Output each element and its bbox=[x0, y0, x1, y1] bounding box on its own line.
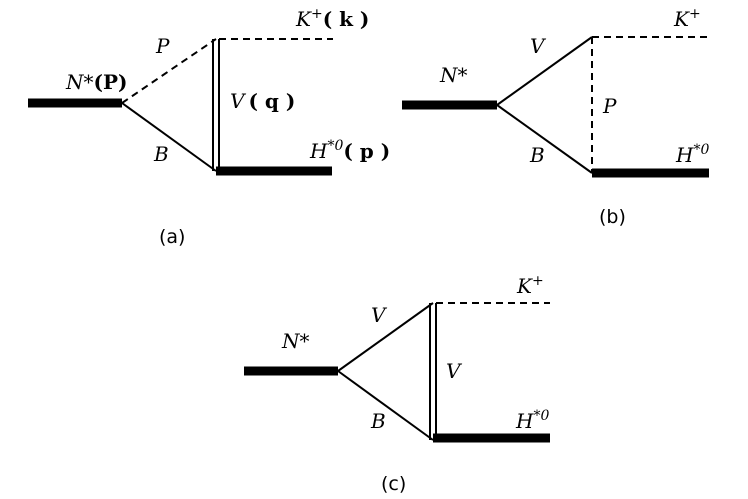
b-incoming-label: N* bbox=[439, 63, 468, 87]
a-outgoing-upper-label: K+( k ) bbox=[295, 6, 369, 31]
a-upper-line-label: P bbox=[155, 34, 170, 58]
a-lower-solid-line bbox=[121, 102, 217, 172]
a-exchange-label: V( q ) bbox=[230, 89, 295, 113]
diagram-c: N* V B V K+ H*0 (c) bbox=[244, 273, 550, 495]
diagram-a: N*(P) P B V( q ) K+( k ) H*0( p ) (a) bbox=[28, 6, 390, 248]
b-upper-line-label: V bbox=[530, 34, 547, 58]
a-outgoing-lower-label: H*0( p ) bbox=[309, 138, 390, 163]
c-exchange-label: V bbox=[446, 359, 463, 383]
b-caption: (b) bbox=[599, 206, 626, 228]
b-lower-line-label: B bbox=[529, 143, 545, 167]
b-exchange-label: P bbox=[602, 94, 617, 118]
c-outgoing-upper-label: K+ bbox=[516, 273, 544, 298]
a-incoming-label: N*(P) bbox=[65, 70, 127, 94]
b-upper-solid-line bbox=[496, 36, 593, 106]
c-upper-line-label: V bbox=[371, 303, 388, 327]
c-outgoing-lower-label: H*0 bbox=[515, 408, 549, 433]
b-lower-solid-line bbox=[496, 104, 593, 174]
c-lower-solid-line bbox=[337, 370, 434, 441]
a-upper-dashed-line bbox=[121, 38, 217, 104]
c-upper-solid-line bbox=[337, 302, 434, 372]
c-incoming-label: N* bbox=[281, 329, 310, 353]
diagram-b: N* V B P K+ H*0 (b) bbox=[402, 6, 710, 228]
a-caption: (a) bbox=[159, 226, 185, 248]
b-outgoing-upper-label: K+ bbox=[673, 6, 701, 31]
c-caption: (c) bbox=[381, 473, 406, 495]
a-lower-line-label: B bbox=[153, 142, 169, 166]
c-lower-line-label: B bbox=[370, 409, 386, 433]
b-outgoing-lower-label: H*0 bbox=[675, 142, 709, 167]
